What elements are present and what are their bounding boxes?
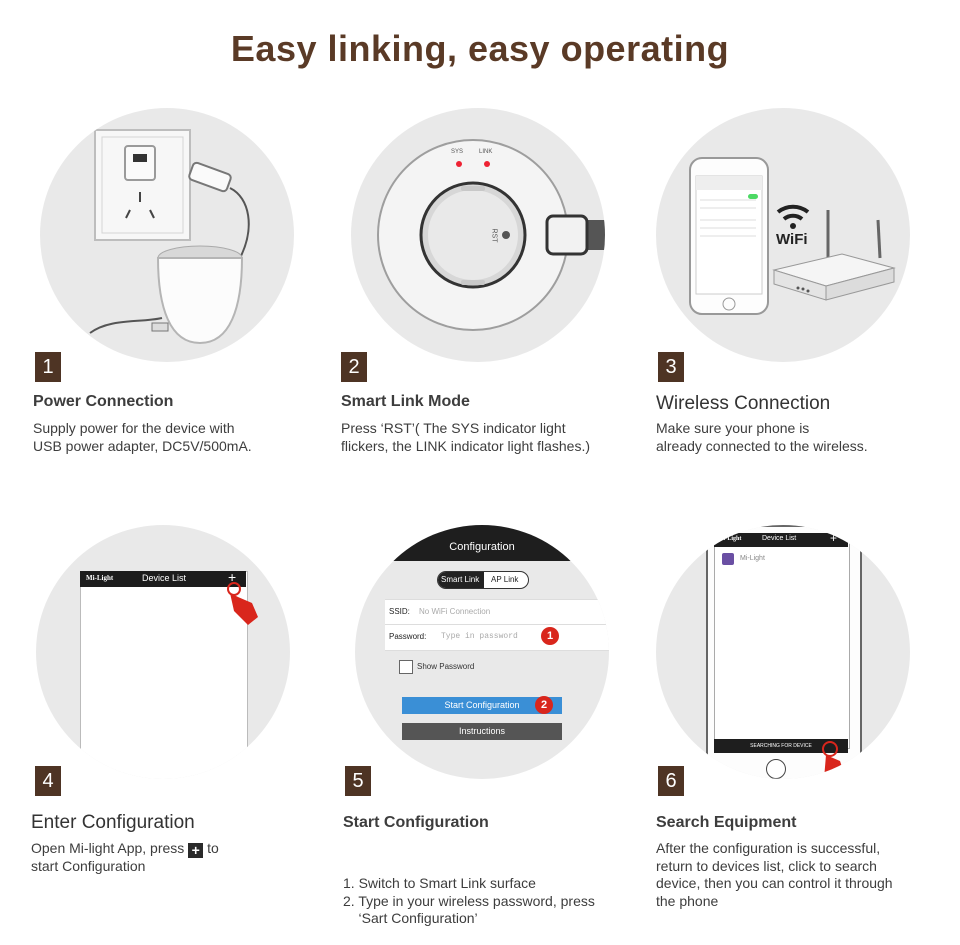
search-device-button[interactable]: SEARCHING FOR DEVICE [750, 743, 812, 749]
app-brand-2: Mi-Light [718, 536, 742, 542]
ap-link-tab[interactable]: AP Link [491, 575, 519, 584]
smart-link-illustration: SYS LINK RST [351, 108, 605, 362]
page-title: Easy linking, easy operating [230, 28, 730, 69]
step-description-6: After the configuration is successful,re… [656, 840, 893, 909]
config-title: Configuration [449, 541, 515, 553]
password-label: Password: [389, 632, 427, 641]
step-number-5: 5 [345, 766, 371, 796]
show-password-checkbox[interactable] [399, 660, 413, 674]
rst-label: RST [490, 228, 498, 243]
wifi-label: WiFi [776, 231, 808, 248]
badge-two: 2 [535, 696, 553, 714]
step-heading-5: Start Configuration [343, 814, 489, 831]
app-brand: Mi-Light [86, 574, 114, 582]
add-device-button-2[interactable]: + [830, 531, 838, 545]
step-number-3: 3 [658, 352, 684, 382]
power-connection-illustration [40, 108, 294, 362]
add-device-button[interactable]: + [228, 569, 237, 585]
start-configuration-illustration: Configuration Smart Link AP Link SSID: N… [355, 525, 609, 779]
search-equipment-illustration: Mi-Light Device List + Mi-Light SEARCHIN… [656, 525, 910, 779]
password-input[interactable]: Type in password [441, 632, 518, 641]
start-configuration-button[interactable]: Start Configuration [402, 697, 562, 714]
device-list-title: Device List [142, 573, 187, 583]
step-description-4: Open Mi-light App, press + to start Conf… [31, 840, 219, 874]
tap-hand-icon-2 [822, 741, 846, 779]
badge-one: 1 [541, 627, 559, 645]
step-heading-1: Power Connection [33, 393, 174, 410]
ssid-label: SSID: [389, 607, 410, 616]
step-heading-3: Wireless Connection [656, 393, 831, 414]
sys-label: SYS [451, 149, 464, 155]
step-heading-4: Enter Configuration [31, 812, 195, 833]
step-heading-2: Smart Link Mode [341, 393, 470, 410]
ssid-value: No WiFi Connection [419, 607, 491, 616]
step-heading-6: Search Equipment [656, 814, 797, 831]
step-number-2: 2 [341, 352, 367, 382]
step-number-6: 6 [658, 766, 684, 796]
instructions-button[interactable]: Instructions [402, 723, 562, 740]
tap-hand-icon [227, 582, 258, 625]
plus-icon: + [188, 843, 204, 858]
smart-link-tab[interactable]: Smart Link [441, 575, 480, 584]
step-number-4: 4 [35, 766, 61, 796]
enter-configuration-illustration: Mi-Light Device List + [36, 525, 290, 779]
link-label: LINK [479, 149, 493, 155]
device-list-title-2: Device List [762, 535, 797, 542]
wireless-illustration: WiFi [656, 108, 910, 362]
show-password-label: Show Password [417, 662, 475, 671]
device-item[interactable]: Mi-Light [740, 555, 765, 562]
step-number-1: 1 [35, 352, 61, 382]
